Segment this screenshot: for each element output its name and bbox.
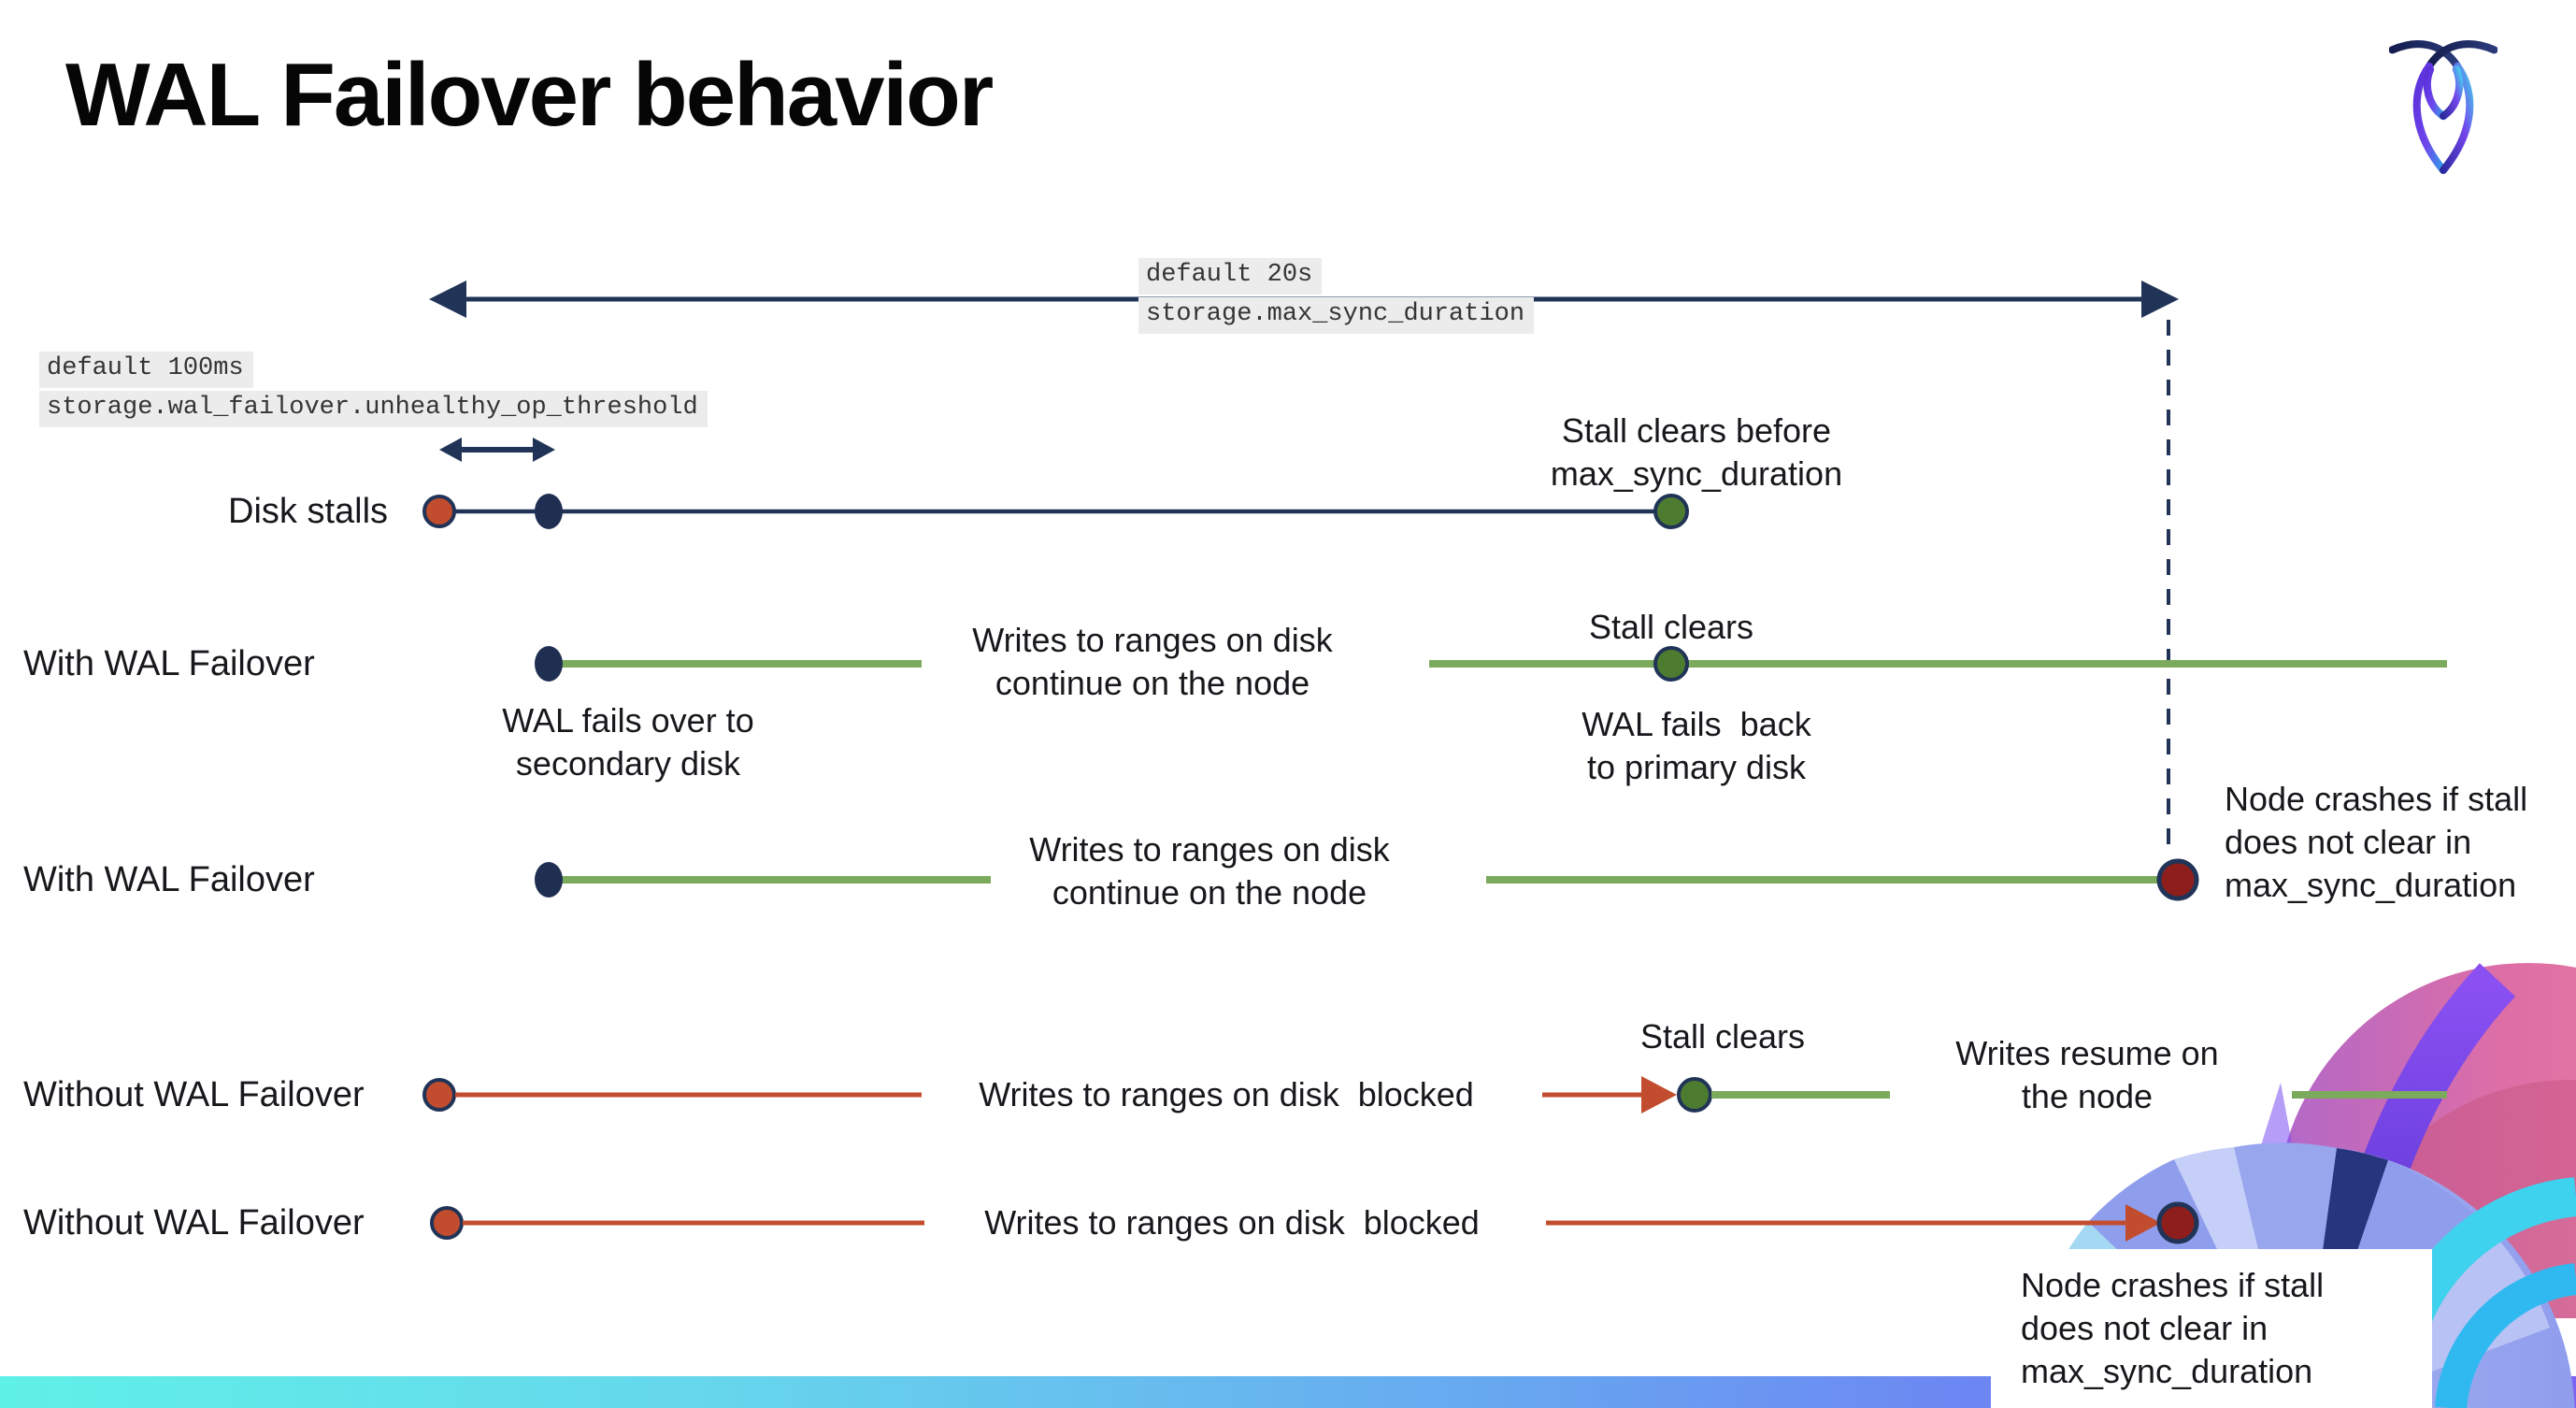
annotation-writes-continue: Writes to ranges on disk continue on the… bbox=[972, 621, 1333, 702]
row-label-with-wal-failover: With WAL Failover bbox=[23, 644, 315, 683]
annotation-writes-continue: Writes to ranges on disk continue on the… bbox=[1029, 830, 1390, 912]
setting-name-chip: storage.wal_failover.unhealthy_op_thresh… bbox=[39, 391, 708, 427]
failover-dot bbox=[535, 646, 563, 682]
unhealthy-op-threshold-setting: default 100ms storage.wal_failover.unhea… bbox=[39, 352, 708, 430]
cockroachdb-logo-svg bbox=[2388, 40, 2498, 175]
arrowhead-left-icon bbox=[439, 438, 462, 462]
arrowhead-left-icon bbox=[429, 280, 466, 318]
callout-box bbox=[1991, 1249, 2432, 1408]
setting-default-chip: default 20s bbox=[1138, 258, 1323, 295]
stall-clears-dot bbox=[1653, 494, 1689, 529]
annotation-stall-clears: Stall clears bbox=[1639, 1017, 1806, 1056]
stall-start-dot bbox=[422, 1078, 456, 1112]
stall-clears-dot bbox=[1677, 1077, 1712, 1113]
annotation-writes-blocked: Writes to ranges on disk blocked bbox=[979, 1075, 1474, 1113]
row-label-without-wal-failover: Without WAL Failover bbox=[23, 1203, 365, 1243]
annotation-wal-fails-back: WAL fails back to primary disk bbox=[1581, 705, 1811, 786]
unhealthy-op-threshold-arrow bbox=[439, 438, 555, 462]
max-sync-duration-setting: default 20s storage.max_sync_duration bbox=[1138, 258, 1535, 337]
arrowhead-right-icon bbox=[1641, 1076, 1677, 1113]
annotation-writes-resume: Writes resume on the node bbox=[1955, 1034, 2219, 1115]
stall-start-dot bbox=[422, 495, 456, 528]
timeline-row-without-failover-clears bbox=[422, 1076, 2447, 1113]
cockroachdb-logo-icon bbox=[2388, 36, 2498, 181]
annotation-stall-clears: Stall clears bbox=[1588, 608, 1754, 646]
annotation-writes-blocked: Writes to ranges on disk blocked bbox=[984, 1203, 1480, 1242]
logo-paths bbox=[2388, 40, 2498, 175]
row-label-without-wal-failover: Without WAL Failover bbox=[23, 1075, 365, 1114]
annotation-node-crashes: Node crashes if stall does not clear in … bbox=[2225, 780, 2528, 904]
node-crash-dot bbox=[2156, 1201, 2199, 1244]
row-label-with-wal-failover: With WAL Failover bbox=[23, 860, 315, 899]
annotation-node-crashes: Node crashes if stall does not clear in … bbox=[2021, 1266, 2325, 1390]
stall-clears-dot bbox=[1653, 646, 1689, 682]
timeline-row-with-failover-clears bbox=[535, 646, 2447, 682]
arrowhead-right-icon bbox=[2125, 1204, 2161, 1242]
cyan-ribbon-2 bbox=[2435, 1263, 2576, 1408]
setting-default-chip: default 100ms bbox=[39, 352, 253, 388]
row-label-disk-stalls: Disk stalls bbox=[228, 492, 389, 531]
stall-start-dot bbox=[430, 1206, 464, 1240]
arrowhead-right-icon bbox=[2141, 280, 2179, 318]
timeline-row-without-failover-crash bbox=[430, 1201, 2199, 1244]
annotation-stall-clears-before: Stall clears before max_sync_duration bbox=[1550, 411, 1843, 493]
node-crash-dot bbox=[2156, 858, 2199, 901]
arrowhead-right-icon bbox=[533, 438, 555, 462]
setting-name-chip: storage.max_sync_duration bbox=[1138, 297, 1535, 334]
timeline-row-with-failover-crash bbox=[535, 858, 2199, 901]
page-title: WAL Failover behavior bbox=[65, 45, 994, 145]
threshold-dot bbox=[535, 494, 563, 529]
timeline-row-disk-stalls bbox=[422, 494, 1689, 529]
failover-dot bbox=[535, 862, 563, 898]
annotation-wal-fails-over: WAL fails over to secondary disk bbox=[502, 701, 754, 783]
